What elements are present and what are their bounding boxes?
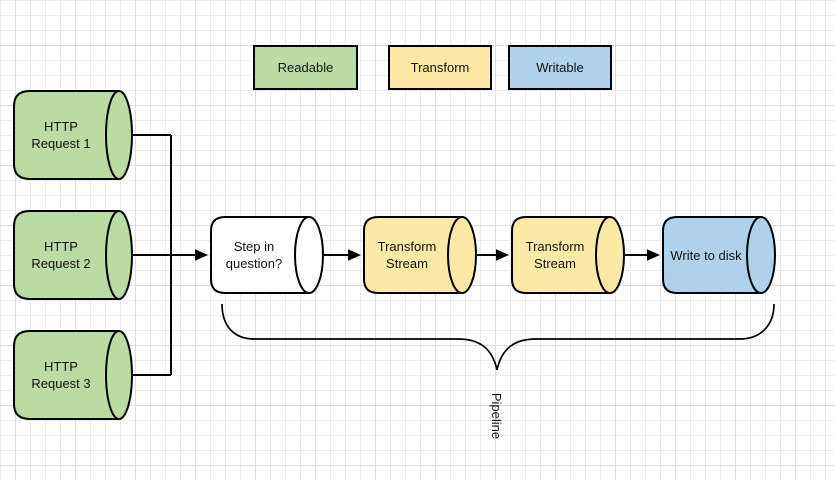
node-http-request-2[interactable]: HTTP Request 2 <box>13 210 133 300</box>
cylinder-rim <box>746 216 762 294</box>
pipeline-brace <box>221 303 775 371</box>
cylinder-body <box>13 210 133 300</box>
node-label: Step in question? <box>225 239 283 271</box>
cylinder-body <box>13 330 133 420</box>
node-write-to-disk[interactable]: Write to disk <box>662 216 776 294</box>
cylinder-body <box>511 216 625 294</box>
legend-readable[interactable]: Readable <box>253 45 358 90</box>
node-label: Transform Stream <box>377 239 437 271</box>
node-label: HTTP Request 2 <box>31 239 91 271</box>
node-label: Transform Stream <box>525 239 585 271</box>
legend-readable-swatch <box>253 45 358 90</box>
pipeline-label[interactable]: Pipeline <box>489 392 505 440</box>
node-label: HTTP Request 3 <box>31 359 91 391</box>
cylinder-rim <box>447 216 463 294</box>
cylinder-body <box>662 216 776 294</box>
legend-readable-label: Readable <box>277 60 334 75</box>
cylinder-rim <box>105 90 120 180</box>
node-transform-stream-1[interactable]: Transform Stream <box>363 216 477 294</box>
arrowhead <box>496 249 509 261</box>
legend-transform[interactable]: Transform <box>388 45 492 90</box>
fan-in-connector <box>133 134 172 376</box>
legend-writable-swatch <box>508 45 612 90</box>
node-transform-stream-2[interactable]: Transform Stream <box>511 216 625 294</box>
node-label: Write to disk <box>670 247 742 263</box>
arrowhead <box>348 249 361 261</box>
cylinder-body <box>13 90 133 180</box>
node-step-in-question[interactable]: Step in question? <box>210 216 324 294</box>
cylinder-rim <box>105 330 120 420</box>
cylinder-rim <box>294 216 310 294</box>
legend-transform-swatch <box>388 45 492 90</box>
node-label: HTTP Request 1 <box>31 119 91 151</box>
legend-writable[interactable]: Writable <box>508 45 612 90</box>
node-http-request-3[interactable]: HTTP Request 3 <box>13 330 133 420</box>
arrowhead <box>195 249 208 261</box>
cylinder-body <box>363 216 477 294</box>
node-http-request-1[interactable]: HTTP Request 1 <box>13 90 133 180</box>
legend-writable-label: Writable <box>536 60 584 75</box>
cylinder-rim <box>105 210 120 300</box>
legend-transform-label: Transform <box>410 60 470 75</box>
cylinder-rim <box>595 216 611 294</box>
cylinder-body <box>210 216 324 294</box>
arrowhead <box>647 249 660 261</box>
